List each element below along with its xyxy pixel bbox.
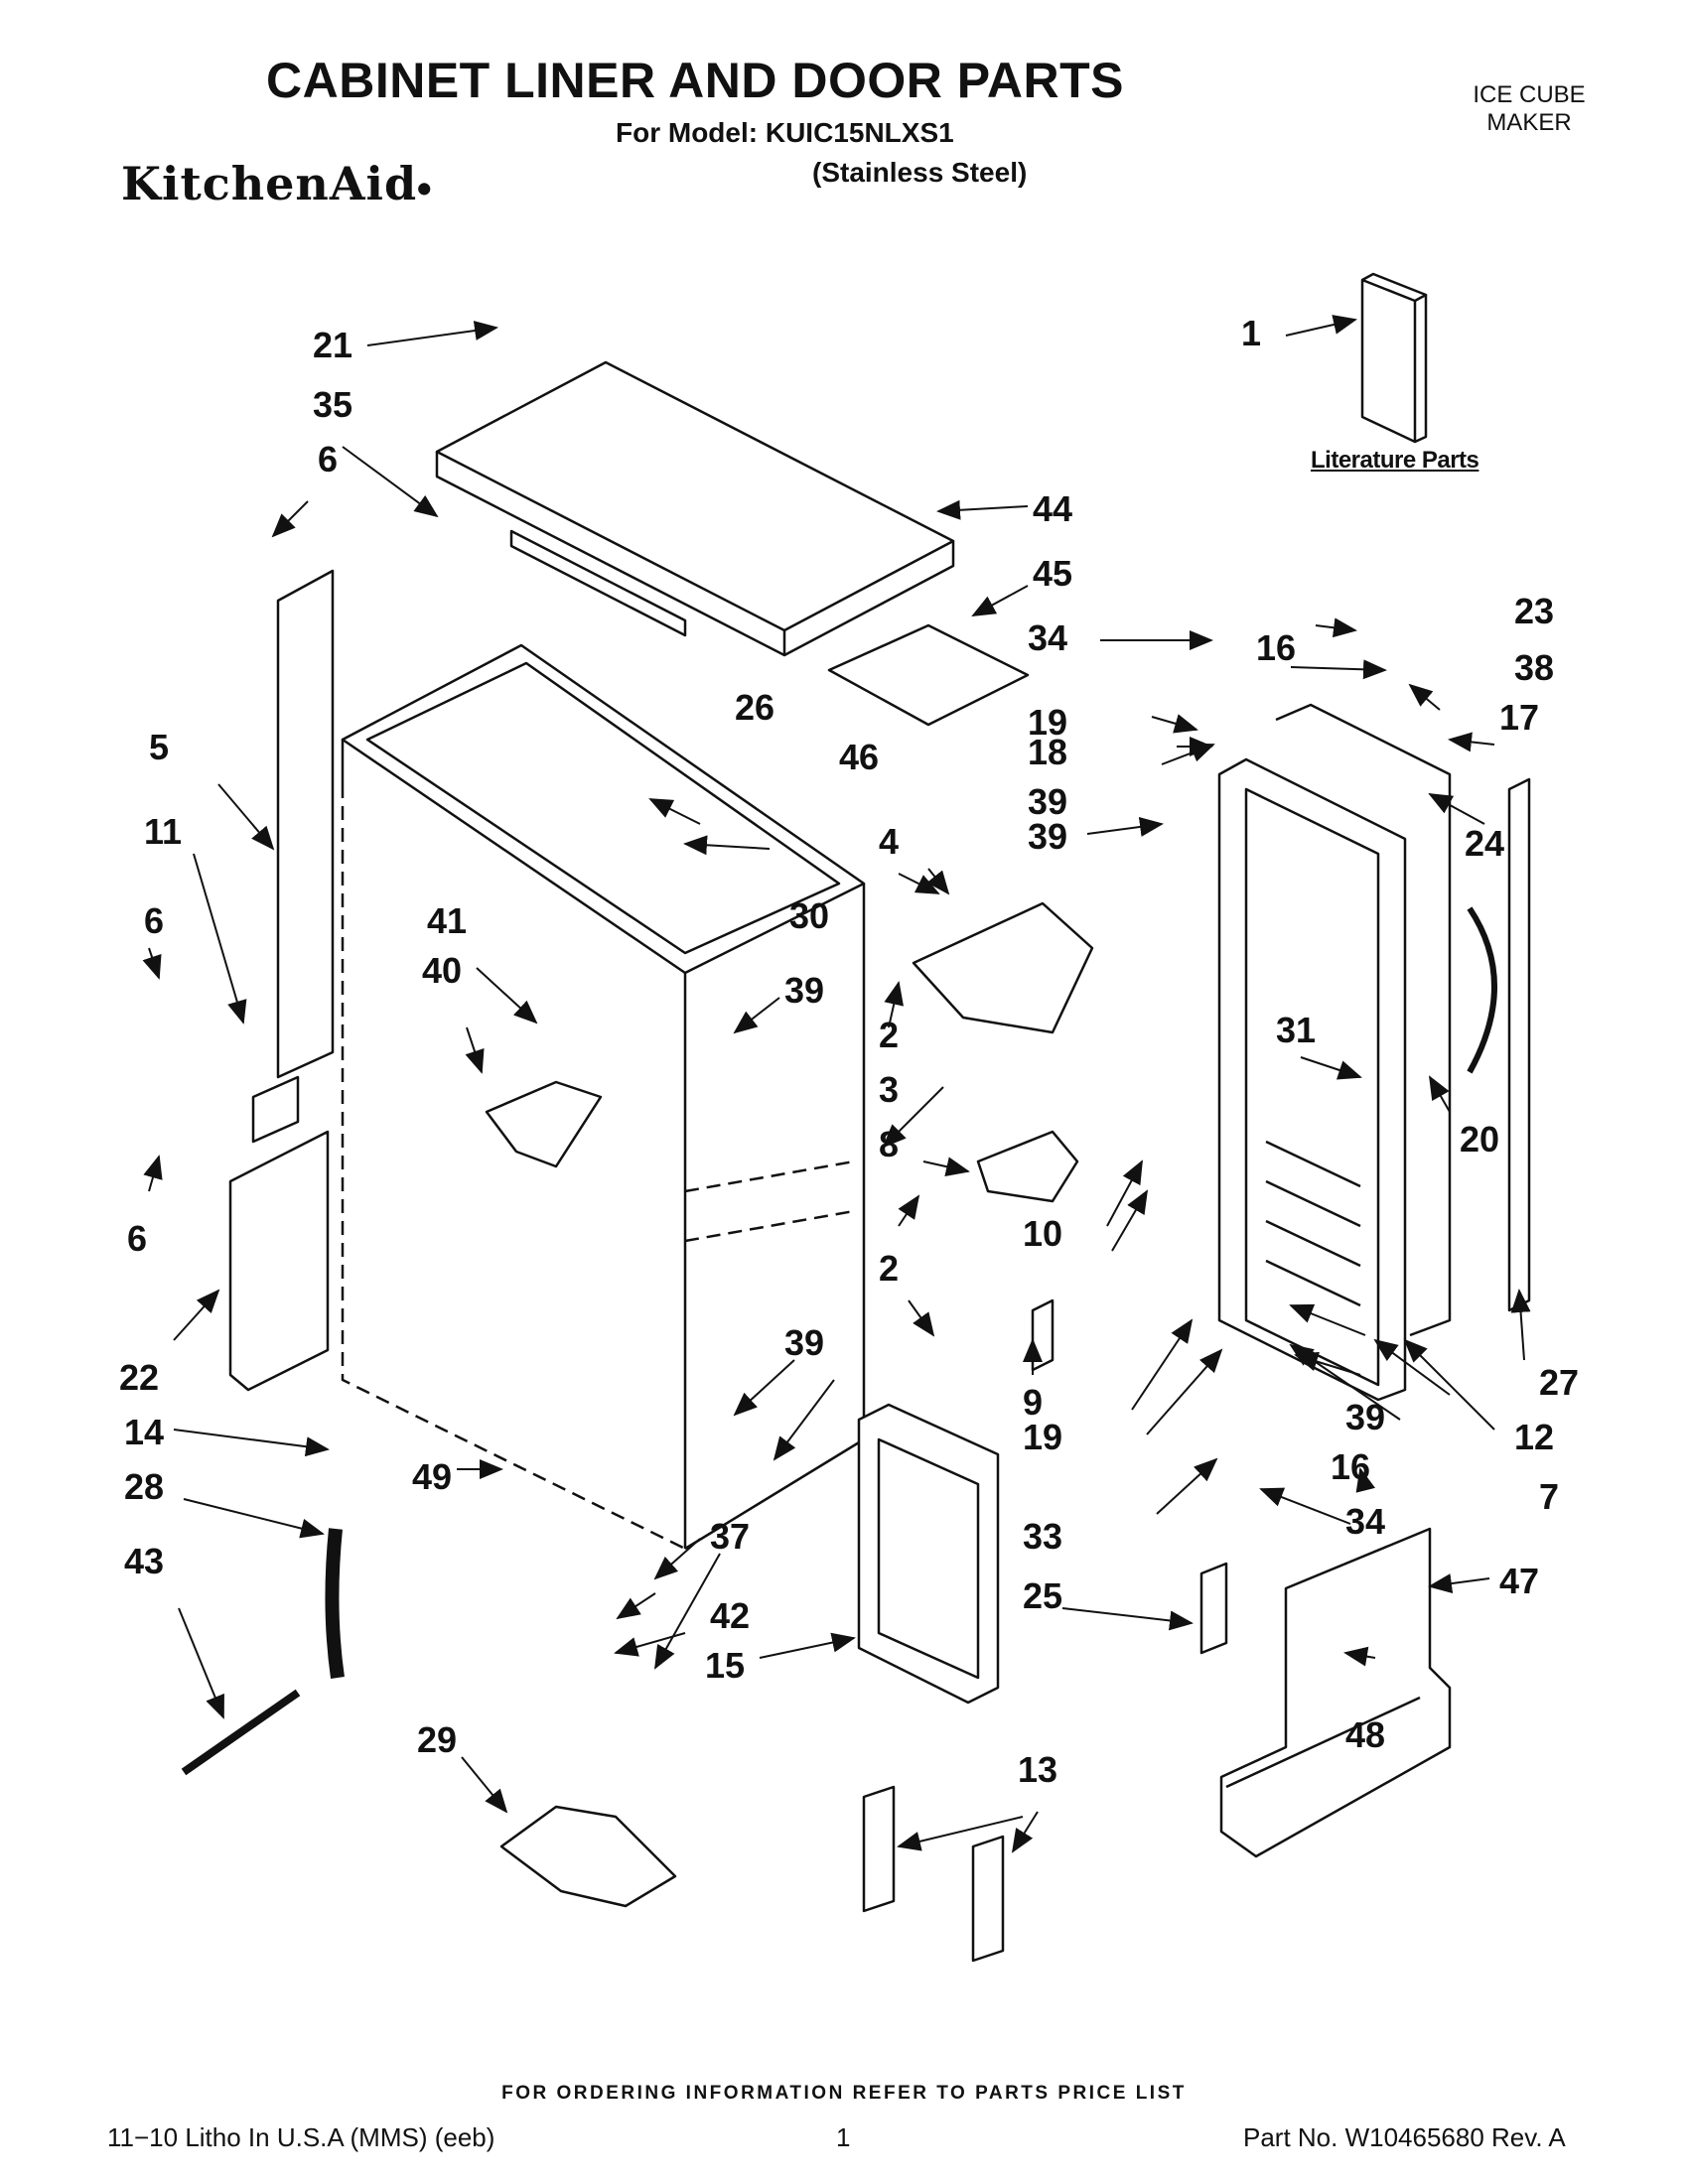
part-labels: 1 2 2 3 4 5 6 6 6 7 8 9 10 11 12 13 14 1…: [119, 313, 1579, 1790]
part-label: 9: [1023, 1382, 1043, 1423]
part-label: 39: [1028, 816, 1067, 857]
ice-scoop: [499, 1805, 677, 1908]
product-type: ICE CUBE MAKER: [1430, 81, 1628, 137]
door-gasket-strip: [1507, 777, 1531, 1312]
part-label: 6: [318, 439, 338, 479]
part-label: 46: [839, 737, 879, 777]
part-label: 18: [1028, 732, 1067, 772]
part-label: 37: [710, 1516, 750, 1557]
litho-info: 11−10 Litho In U.S.A (MMS) (eeb): [107, 2122, 495, 2152]
part-label: 45: [1033, 553, 1072, 594]
part-label: 43: [124, 1541, 164, 1581]
part-label: 13: [1018, 1749, 1057, 1790]
brand-logo: KitchenAid●: [121, 157, 433, 210]
part-label: 26: [735, 687, 774, 728]
part-label: 3: [879, 1069, 899, 1110]
part-label: 8: [879, 1124, 899, 1164]
part-label: 25: [1023, 1575, 1062, 1616]
part-label: 19: [1023, 1417, 1062, 1457]
door-trim-a: [862, 1785, 896, 1913]
part-label: 23: [1514, 591, 1554, 631]
door-stop: [1031, 1298, 1055, 1372]
part-label: 15: [705, 1645, 745, 1686]
part-label: 34: [1345, 1501, 1385, 1542]
part-label: 4: [879, 821, 899, 862]
part-label: 30: [789, 895, 829, 936]
product-type-line-1: ICE CUBE: [1473, 81, 1586, 108]
part-label: 35: [313, 384, 352, 425]
part-label: 38: [1514, 647, 1554, 688]
part-label: 33: [1023, 1516, 1062, 1557]
top-cover: [435, 360, 955, 657]
part-label: 1: [1241, 313, 1261, 353]
part-label: 39: [784, 970, 824, 1011]
door-panel-back: [1275, 703, 1452, 1337]
part-number: Part No. W10465680 Rev. A: [1243, 2122, 1566, 2152]
door-trim-b: [971, 1835, 1005, 1963]
ordering-note: FOR ORDERING INFORMATION REFER TO PARTS …: [501, 2083, 1187, 2104]
inner-door-frame: [857, 1403, 1000, 1705]
hinge-spacer: [1199, 1562, 1228, 1655]
part-label: 22: [119, 1357, 159, 1398]
model-number: For Model: KUIC15NLXS1: [616, 117, 954, 148]
part-label: 29: [417, 1719, 457, 1760]
part-label: 6: [144, 900, 164, 941]
page-title: CABINET LINER AND DOOR PARTS: [266, 53, 1124, 108]
part-label: 20: [1460, 1119, 1499, 1160]
part-label: 12: [1514, 1417, 1554, 1457]
part-label: 2: [879, 1248, 899, 1289]
deflector: [485, 1080, 603, 1168]
part-label: 16: [1331, 1446, 1370, 1487]
bin-bracket: [976, 1130, 1079, 1203]
literature-parts-label: Literature Parts: [1311, 447, 1479, 474]
ice-bin: [912, 901, 1094, 1034]
part-label: 11: [144, 811, 182, 852]
part-label: 14: [124, 1412, 164, 1452]
part-label: 47: [1499, 1561, 1539, 1601]
lower-left-panel: [228, 1130, 330, 1392]
cable-tie: [181, 1689, 301, 1776]
literature-booklet: [1360, 272, 1428, 444]
drain-hose: [325, 1528, 345, 1679]
base-grille: [1219, 1527, 1452, 1858]
part-label: 49: [412, 1456, 452, 1497]
part-label: 40: [422, 950, 462, 991]
cabinet-liner: [341, 643, 866, 1551]
part-label: 39: [1028, 781, 1067, 822]
part-label: 24: [1465, 823, 1504, 864]
part-label: 19: [1028, 702, 1067, 743]
part-label: 41: [427, 900, 467, 941]
model-finish: (Stainless Steel): [812, 157, 1028, 188]
left-side-panel: [276, 569, 335, 1079]
part-label: 34: [1028, 617, 1067, 658]
insulation-pad: [827, 623, 1030, 727]
page-number: 1: [836, 2122, 851, 2152]
part-label: 6: [127, 1218, 147, 1259]
part-label: 10: [1023, 1213, 1062, 1254]
part-label: 39: [784, 1322, 824, 1363]
part-label: 27: [1539, 1362, 1579, 1403]
door-frame: [1217, 757, 1407, 1402]
door-handle: [1467, 906, 1497, 1074]
part-label: 44: [1033, 488, 1072, 529]
part-label: 16: [1256, 627, 1296, 668]
part-label: 21: [313, 325, 352, 365]
part-label: 31: [1276, 1010, 1316, 1050]
part-label: 28: [124, 1466, 164, 1507]
part-label: 48: [1345, 1714, 1385, 1755]
product-type-line-2: MAKER: [1486, 109, 1572, 136]
part-label: 17: [1499, 697, 1539, 738]
part-label: 39: [1345, 1397, 1385, 1437]
part-label: 2: [879, 1015, 899, 1055]
hinge-block: [251, 1075, 300, 1144]
part-label: 5: [149, 727, 169, 767]
part-label: 7: [1539, 1476, 1559, 1517]
leader-lines: [142, 315, 1531, 1853]
part-label: 42: [710, 1595, 750, 1636]
